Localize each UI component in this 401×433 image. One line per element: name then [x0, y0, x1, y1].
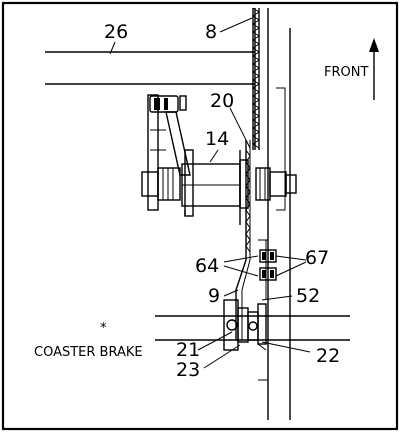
callout-21: 21	[176, 339, 200, 361]
callout-9: 9	[208, 285, 220, 307]
callout-20: 20	[210, 90, 234, 112]
callout-67: 67	[305, 247, 329, 269]
lower-rails	[155, 315, 350, 341]
callout-22: 22	[316, 345, 340, 367]
idler-stack	[259, 240, 277, 300]
front-arrow-icon	[369, 38, 379, 100]
coaster-brake-hub	[223, 299, 267, 351]
callout-52: 52	[296, 285, 320, 307]
frame-rails	[45, 51, 255, 85]
coaster-brake-label: COASTER BRAKE	[34, 345, 143, 360]
jackshaft-hub	[141, 149, 297, 217]
leader-lines	[109, 17, 311, 369]
asterisk-mark: *	[100, 321, 107, 336]
callout-14: 14	[205, 128, 229, 150]
right-frame-plate	[254, 8, 291, 420]
tensioner-arm	[147, 94, 191, 211]
drive-chain	[252, 7, 260, 150]
callout-23: 23	[176, 359, 200, 381]
callout-64: 64	[195, 255, 219, 277]
front-label: FRONT	[324, 65, 368, 80]
callout-26: 26	[104, 21, 128, 43]
callout-8: 8	[205, 21, 217, 43]
